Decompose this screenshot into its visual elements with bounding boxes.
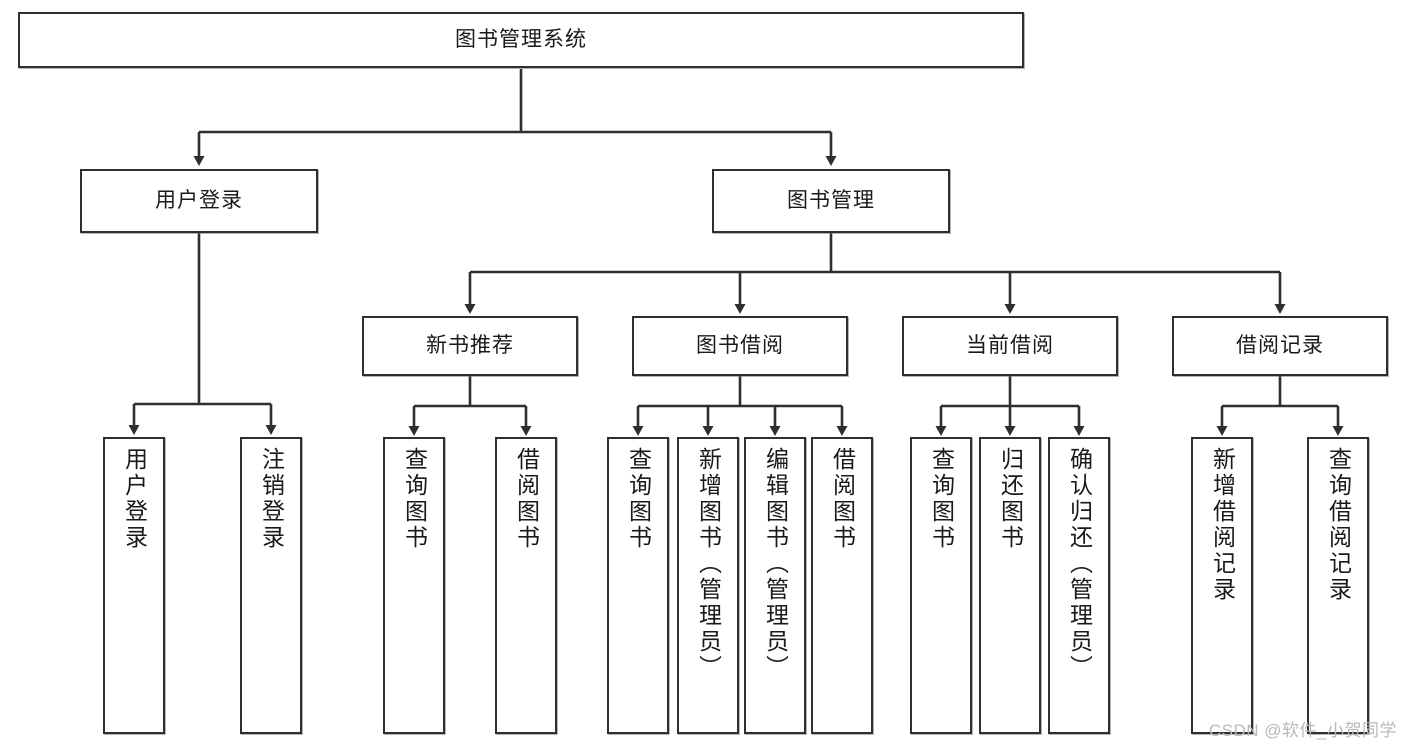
leaf-user-login-1[interactable]: 注销登录	[240, 437, 302, 734]
leaf-book-borrow-3[interactable]: 借阅图书	[811, 437, 873, 734]
leaf-user-login-0[interactable]: 用户登录	[103, 437, 165, 734]
leaf-book-borrow-2[interactable]: 编辑图书（管理员）	[744, 437, 806, 734]
leaf-label: 新增图书（管理员）	[695, 447, 722, 681]
leaf-new-book-rec-0[interactable]: 查询图书	[383, 437, 445, 734]
leaf-label: 查询图书	[928, 447, 955, 551]
leaf-label: 查询图书	[625, 447, 652, 551]
leaf-current-borrow-1[interactable]: 归还图书	[979, 437, 1041, 734]
node-current-borrow-label: 当前借阅	[966, 333, 1054, 357]
node-new-book-rec[interactable]: 新书推荐	[362, 316, 578, 376]
watermark: CSDN @软件_小贺同学	[1208, 721, 1397, 740]
leaf-current-borrow-2[interactable]: 确认归还（管理员）	[1048, 437, 1110, 734]
leaf-book-borrow-1[interactable]: 新增图书（管理员）	[677, 437, 739, 734]
leaf-current-borrow-0[interactable]: 查询图书	[910, 437, 972, 734]
node-user-login-label: 用户登录	[155, 188, 243, 212]
leaf-label: 新增借阅记录	[1209, 447, 1236, 603]
node-current-borrow[interactable]: 当前借阅	[902, 316, 1118, 376]
leaf-borrow-record-0[interactable]: 新增借阅记录	[1191, 437, 1253, 734]
node-root-label: 图书管理系统	[455, 27, 587, 51]
leaf-label: 借阅图书	[513, 447, 540, 551]
leaf-label: 用户登录	[121, 447, 148, 551]
leaf-label: 注销登录	[258, 447, 285, 551]
node-root[interactable]: 图书管理系统	[18, 12, 1024, 68]
leaf-book-borrow-0[interactable]: 查询图书	[607, 437, 669, 734]
leaf-borrow-record-1[interactable]: 查询借阅记录	[1307, 437, 1369, 734]
node-book-manage-label: 图书管理	[787, 188, 875, 212]
node-borrow-record[interactable]: 借阅记录	[1172, 316, 1388, 376]
node-borrow-record-label: 借阅记录	[1236, 333, 1324, 357]
leaf-label: 借阅图书	[829, 447, 856, 551]
node-book-borrow[interactable]: 图书借阅	[632, 316, 848, 376]
leaf-new-book-rec-1[interactable]: 借阅图书	[495, 437, 557, 734]
node-book-manage[interactable]: 图书管理	[712, 169, 950, 233]
leaf-label: 查询借阅记录	[1325, 447, 1352, 603]
node-user-login[interactable]: 用户登录	[80, 169, 318, 233]
leaf-label: 编辑图书（管理员）	[762, 447, 789, 681]
leaf-label: 确认归还（管理员）	[1066, 447, 1093, 681]
node-new-book-rec-label: 新书推荐	[426, 333, 514, 357]
leaf-label: 归还图书	[997, 447, 1024, 551]
leaf-label: 查询图书	[401, 447, 428, 551]
node-book-borrow-label: 图书借阅	[696, 333, 784, 357]
